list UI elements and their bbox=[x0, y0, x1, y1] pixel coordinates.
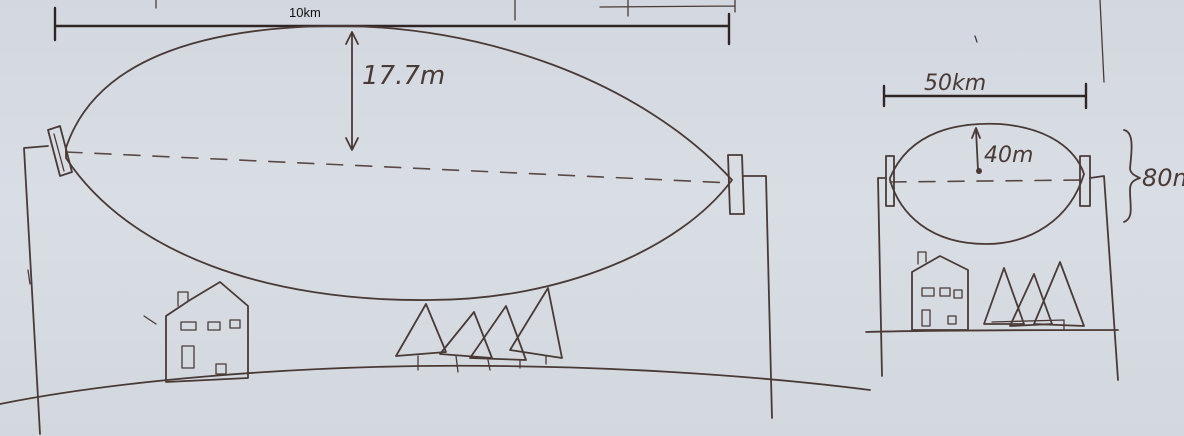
right-tree-2 bbox=[1009, 273, 1053, 327]
right-margin-line bbox=[1099, 0, 1105, 83]
left-sag-arrow bbox=[345, 31, 359, 151]
left-antenna-a bbox=[47, 125, 73, 177]
right-house bbox=[911, 251, 969, 331]
right-sag-dot bbox=[976, 168, 982, 174]
tree-2 bbox=[439, 311, 493, 359]
right-tree-3 bbox=[1033, 261, 1085, 327]
right-tree-1 bbox=[983, 267, 1025, 325]
right-ground bbox=[865, 329, 1119, 333]
left-antenna-b bbox=[727, 154, 745, 215]
left-top-ruler-fragments bbox=[155, 0, 736, 21]
right-antenna-a bbox=[885, 155, 895, 207]
right-tower-a bbox=[877, 177, 887, 377]
tree-trunks bbox=[417, 355, 547, 373]
left-tower-a-tick bbox=[27, 269, 31, 285]
right-height-brace bbox=[1123, 129, 1141, 223]
right-tree-base bbox=[991, 319, 1065, 331]
right-house-outline bbox=[911, 255, 969, 331]
right-house-chimney bbox=[917, 251, 927, 265]
right-house-windows bbox=[921, 287, 963, 299]
right-line-of-sight bbox=[889, 179, 1085, 183]
house-outline bbox=[165, 281, 249, 383]
left-sag-label: 17.7m bbox=[362, 61, 445, 91]
ink-mark bbox=[974, 35, 978, 43]
left-distance-bar bbox=[53, 6, 731, 46]
left-house bbox=[143, 281, 249, 383]
left-antenna-a-detail bbox=[53, 133, 65, 172]
right-sketch: 50km 40m 80m bbox=[865, 0, 1184, 381]
left-line-of-sight bbox=[65, 151, 733, 184]
right-tower-b bbox=[1089, 175, 1119, 381]
tree-1 bbox=[395, 303, 447, 357]
left-distance-label: 10km bbox=[289, 5, 321, 20]
left-tower-b bbox=[743, 175, 773, 419]
right-trees bbox=[983, 261, 1085, 331]
house-door-window bbox=[181, 345, 227, 375]
right-sag-label: 40m bbox=[984, 143, 1033, 168]
left-fresnel-zone bbox=[65, 25, 733, 301]
house-stroke bbox=[143, 315, 157, 325]
tree-3 bbox=[469, 305, 527, 361]
tree-4 bbox=[509, 287, 563, 359]
left-sketch: 10km 17.7m bbox=[0, 0, 871, 435]
right-distance-label: 50km bbox=[924, 71, 986, 96]
right-sag-arrow bbox=[971, 127, 981, 171]
left-ground bbox=[0, 364, 871, 405]
house-chimney bbox=[177, 291, 189, 307]
house-windows-top bbox=[180, 319, 241, 331]
left-trees bbox=[395, 287, 563, 373]
left-tower-a bbox=[23, 145, 49, 435]
right-height-label: 80m bbox=[1142, 164, 1184, 192]
right-fresnel-zone bbox=[889, 122, 1085, 245]
right-house-door bbox=[921, 309, 957, 327]
right-distance-bar bbox=[882, 82, 1088, 110]
right-antenna-b bbox=[1079, 155, 1091, 207]
